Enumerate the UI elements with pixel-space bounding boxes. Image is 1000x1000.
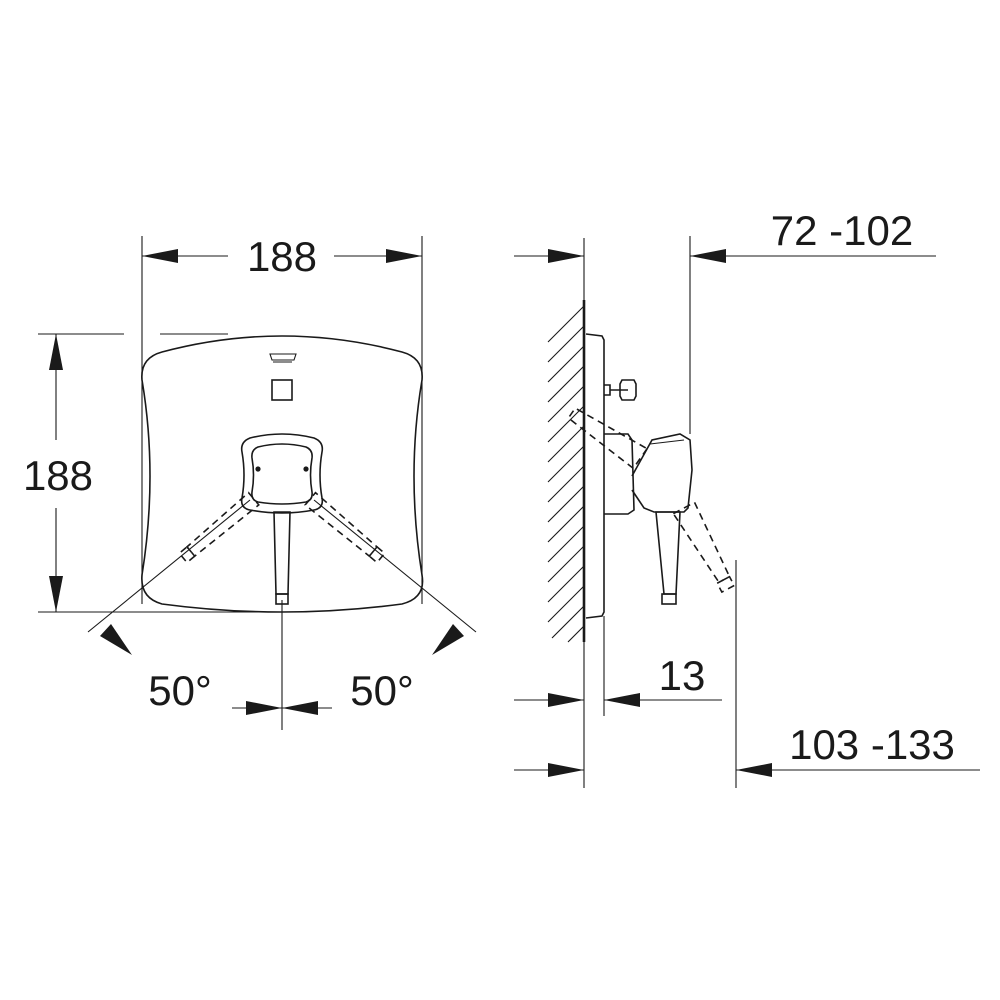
handle-head-inner	[251, 443, 313, 505]
diverter-knob	[604, 379, 637, 401]
cover-plate-profile	[585, 333, 605, 619]
lever-profile-position-down	[672, 501, 736, 594]
lever-profile-position-up	[567, 407, 649, 470]
height-dimension-label: 188	[23, 452, 93, 499]
total-depth-label: 103 -133	[789, 721, 955, 768]
plate-thickness-label: 13	[659, 652, 706, 699]
lever-position-right	[304, 491, 386, 564]
lever-position-left	[178, 491, 260, 564]
width-dimension-label: 188	[247, 233, 317, 280]
angle-right-label: 50°	[350, 667, 414, 714]
handle-depth-label: 72 -102	[771, 207, 913, 254]
angle-left-label: 50°	[148, 667, 212, 714]
handle-screw-left	[255, 466, 261, 472]
handle-lever-profile-tip	[661, 593, 677, 605]
diverter-button	[271, 379, 293, 401]
side-view: 72 -102 13 103 -133	[514, 207, 980, 788]
handle-screw-right	[303, 466, 309, 472]
handle-head-profile	[631, 433, 693, 513]
brand-logo-icon	[269, 353, 297, 363]
cover-plate-outline	[141, 335, 424, 613]
handle-head-outer	[240, 433, 324, 514]
wall-hatching	[547, 305, 585, 643]
handle-lever-profile	[655, 511, 681, 595]
handle-body	[604, 433, 635, 515]
front-view: 188 188 50° 50°	[23, 233, 477, 730]
handle-lever	[273, 511, 291, 595]
